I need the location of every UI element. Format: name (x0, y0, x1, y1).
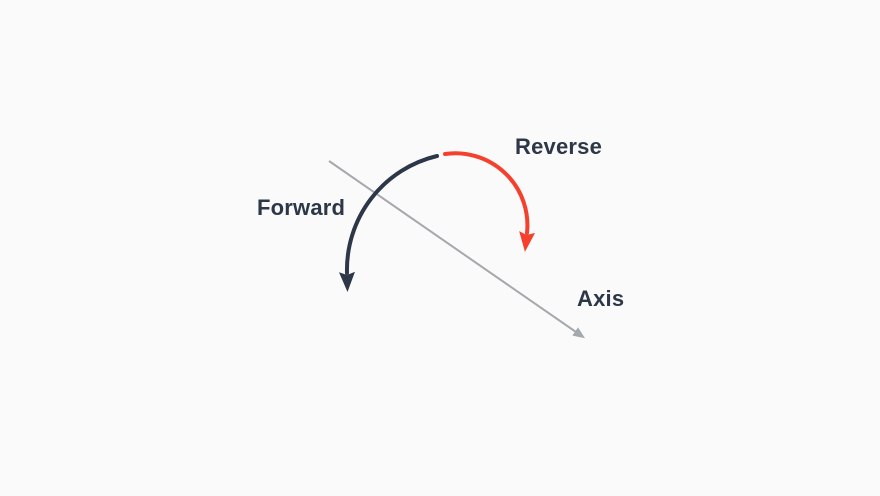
axis-arrow (328, 160, 586, 339)
reverse-rotation-arrow (443, 151, 536, 252)
forward-rotation-arrow (338, 154, 439, 292)
forward-label: Forward (257, 195, 346, 220)
axis-label: Axis (577, 286, 625, 311)
reverse-label: Reverse (515, 134, 603, 159)
